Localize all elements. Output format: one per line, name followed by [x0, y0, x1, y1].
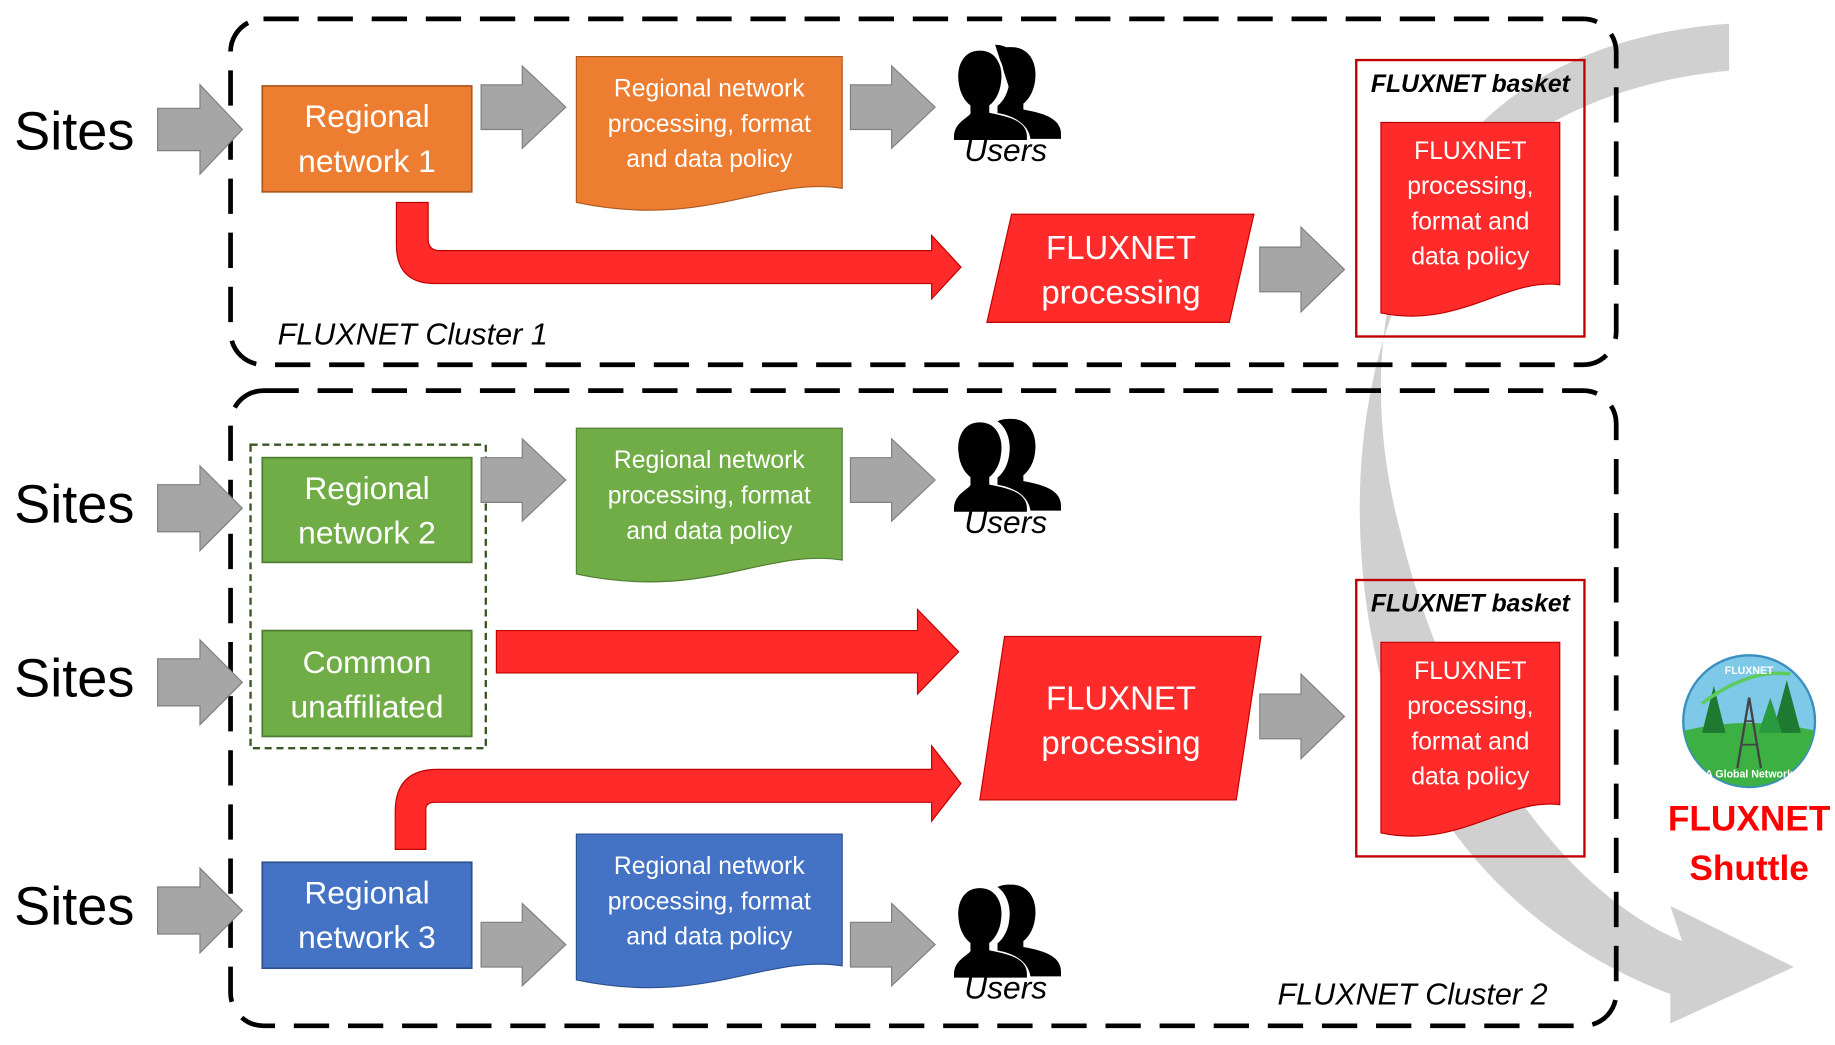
- red-arrow-rn1-to-fluxnet: [395, 201, 962, 301]
- sites-label-4: Sites: [14, 877, 134, 937]
- fluxnet-processing-2: [979, 635, 1262, 801]
- fluxnet-basket-2-line3: format and: [1411, 728, 1529, 755]
- arrow-doc1-to-users: [849, 64, 937, 150]
- fluxnet-processing-1: [986, 213, 1255, 323]
- green-group-boundary: [249, 443, 487, 750]
- regional-network-1-box: [261, 85, 473, 193]
- regional-doc-1-line2: processing, format: [608, 111, 811, 138]
- fluxnet-basket-1-line4: data policy: [1411, 244, 1530, 271]
- sites-label-3: Sites: [14, 648, 134, 708]
- fluxnet-basket-2-line4: data policy: [1411, 764, 1530, 791]
- regional-network-1-line2: network 1: [298, 143, 436, 179]
- fluxnet-basket-2-doc: [1380, 641, 1561, 837]
- regional-network-3-line2: network 3: [298, 919, 436, 955]
- fluxnet-basket-1-title: FLUXNET basket: [1371, 71, 1572, 98]
- cluster-2-label: FLUXNET Cluster 2: [1277, 978, 1547, 1012]
- fluxnet-processing-2-line2: processing: [1041, 724, 1200, 761]
- shuttle-label-line2: Shuttle: [1689, 849, 1809, 888]
- regional-doc-3-line3: and data policy: [626, 924, 793, 951]
- regional-doc-2-line2: processing, format: [608, 483, 811, 510]
- common-unaffiliated-line2: unaffiliated: [291, 689, 444, 725]
- regional-doc-1-line1: Regional network: [614, 76, 805, 103]
- regional-network-2-box: [261, 456, 473, 564]
- arrow-doc3-to-users: [849, 902, 937, 988]
- arrow-doc2-to-users: [849, 437, 937, 523]
- red-arrow-rn3-to-fluxnet: [394, 744, 962, 850]
- arrow-proc2-to-basket: [1259, 672, 1346, 761]
- users-label-1: Users: [964, 132, 1047, 168]
- sites-arrow-3: [157, 638, 244, 727]
- arrow-proc1-to-basket: [1259, 225, 1346, 314]
- cluster-1-boundary: [228, 16, 1619, 368]
- regional-network-3-line1: Regional: [304, 874, 429, 910]
- fluxnet-basket-1-line2: processing,: [1407, 173, 1533, 200]
- users-icon-2: [951, 418, 1062, 515]
- fluxnet-basket-2-title: FLUXNET basket: [1371, 591, 1572, 618]
- regional-doc-2: [575, 427, 843, 583]
- regional-network-2-line1: Regional: [304, 470, 429, 506]
- fluxnet-basket-1: [1355, 58, 1586, 338]
- regional-network-1-line1: Regional: [304, 98, 429, 134]
- logo-bottom-text: A Global Network: [1705, 769, 1793, 781]
- sites-label-2: Sites: [14, 474, 134, 534]
- red-arrow-common-to-fluxnet: [495, 607, 960, 696]
- logo-top-text: FLUXNET: [1725, 665, 1774, 677]
- arrow-rn3-to-doc: [480, 902, 567, 988]
- users-label-3: Users: [964, 970, 1047, 1006]
- fluxnet-basket-2-line2: processing,: [1407, 693, 1533, 720]
- sites-arrow-2: [157, 464, 244, 553]
- regional-doc-3-line2: processing, format: [608, 888, 811, 915]
- regional-network-2-line2: network 2: [298, 515, 436, 551]
- regional-doc-2-line3: and data policy: [626, 518, 793, 545]
- regional-doc-1-line3: and data policy: [626, 146, 793, 173]
- common-unaffiliated-line1: Common: [303, 644, 432, 680]
- fluxnet-basket-2-line1: FLUXNET: [1414, 658, 1526, 685]
- common-unaffiliated-box: [261, 629, 473, 738]
- fluxnet-processing-2-line1: FLUXNET: [1046, 679, 1196, 716]
- arrow-rn1-to-doc: [480, 64, 567, 150]
- fluxnet-basket-1-doc: [1380, 121, 1561, 317]
- fluxnet-logo: FLUXNET A Global Network: [1682, 654, 1817, 789]
- fluxnet-processing-1-line1: FLUXNET: [1046, 229, 1196, 266]
- shuttle-label-line1: FLUXNET: [1668, 800, 1831, 839]
- regional-doc-2-line1: Regional network: [614, 447, 805, 474]
- cluster-2-boundary: [228, 388, 1619, 1029]
- arrow-rn2-to-doc: [480, 437, 567, 523]
- regional-doc-1: [575, 55, 843, 211]
- regional-doc-3-line1: Regional network: [614, 853, 805, 880]
- fluxnet-basket-2: [1355, 578, 1586, 858]
- users-icon-1: [951, 44, 1062, 143]
- regional-doc-3: [575, 833, 843, 989]
- fluxnet-basket-1-line3: format and: [1411, 208, 1529, 235]
- cluster-1-label: FLUXNET Cluster 1: [278, 318, 548, 352]
- sites-arrow-4: [157, 866, 244, 955]
- sites-arrow-1: [157, 83, 244, 176]
- sites-label-1: Sites: [14, 101, 134, 161]
- users-icon-3: [951, 884, 1062, 980]
- regional-network-3-box: [261, 861, 473, 970]
- users-label-2: Users: [964, 504, 1047, 540]
- fluxnet-processing-1-line2: processing: [1041, 274, 1200, 311]
- fluxnet-basket-1-line1: FLUXNET: [1414, 138, 1526, 165]
